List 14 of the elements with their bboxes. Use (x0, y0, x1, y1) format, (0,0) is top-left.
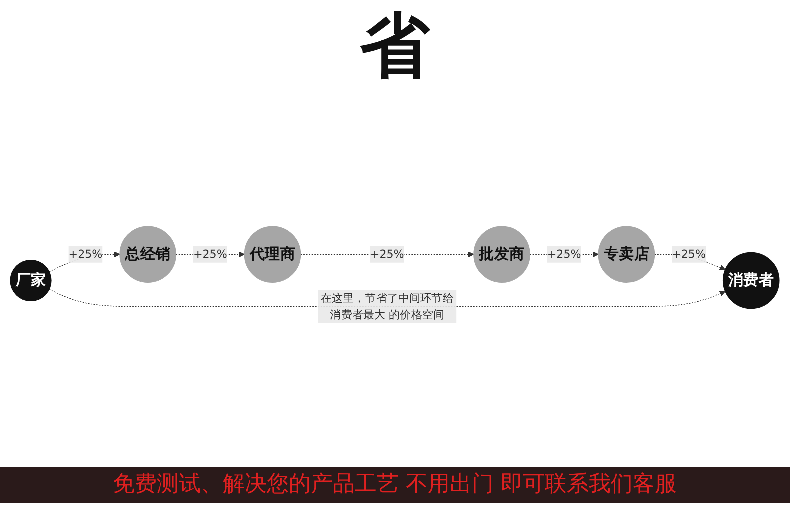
node-circle: 消费者 (722, 252, 780, 310)
edge-label: +25% (547, 248, 582, 261)
edge-label: +25% (193, 248, 228, 261)
edge-label: +25% (370, 248, 404, 261)
node-circle: 批发商 (474, 226, 530, 283)
node-circle: 代理商 (244, 226, 302, 283)
big-character: 省 (359, 6, 432, 86)
edge-label: 在这里，节省了中间环节给消费者最大 的价格空间 (320, 292, 454, 322)
edge-label: +25% (672, 248, 706, 261)
node-circle: 厂家 (10, 260, 52, 302)
node-circle: 总经销 (120, 226, 176, 283)
contact-banner: 免费测试、解决您的产品工艺 不用出门 即可联系我们客服 (0, 467, 790, 503)
node-circle: 专卖店 (598, 226, 656, 283)
edge-label: +25% (68, 248, 103, 261)
